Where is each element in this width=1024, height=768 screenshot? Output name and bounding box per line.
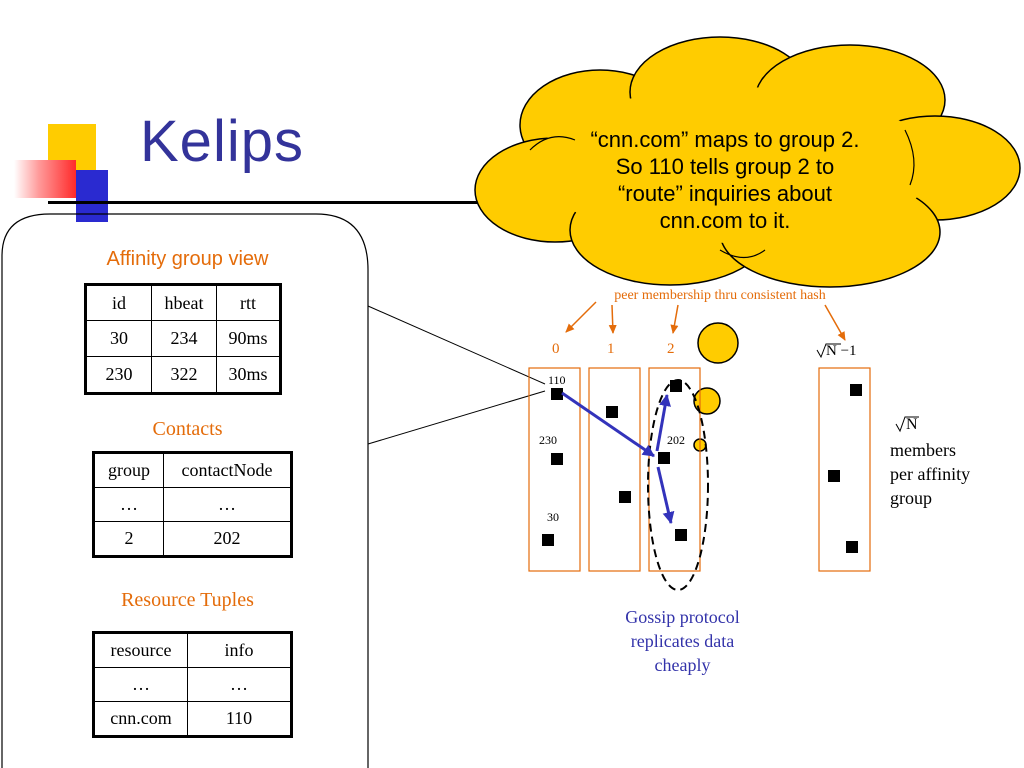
- table-header: rtt: [216, 284, 281, 321]
- affinity-group-table: id hbeat rtt 30 234 90ms 230 322 30ms: [84, 283, 282, 395]
- group-label-0: 0: [552, 341, 560, 357]
- node-g1-b: [619, 491, 631, 503]
- members-label: members per affinity group: [890, 438, 970, 510]
- slide-title: Kelips: [140, 109, 304, 174]
- left-panel-outline: [1, 213, 369, 768]
- node-last-c: [846, 541, 858, 553]
- table-cell: …: [163, 487, 292, 522]
- node-label-110: 110: [548, 373, 566, 387]
- callout-text: “cnn.com” maps to group 2. So 110 tells …: [555, 126, 895, 234]
- zoom-line-bottom: [367, 390, 546, 445]
- table-header: group: [93, 452, 164, 488]
- table-cell: cnn.com: [93, 701, 188, 737]
- node-label-202: 202: [667, 433, 685, 447]
- gossip-line: Gossip protocol: [625, 607, 740, 627]
- node-g2-top: [670, 380, 682, 392]
- contacts-table: group contactNode … … 2 202: [92, 451, 293, 558]
- hash-arrow-0: [565, 301, 597, 333]
- members-line: per affinity: [890, 464, 971, 484]
- group-box-2: [648, 367, 701, 572]
- cloud-tail-large: [697, 322, 739, 364]
- node-30: [542, 534, 554, 546]
- members-sqrt-n: N: [906, 416, 918, 433]
- table-cell: 30: [85, 320, 152, 357]
- table-cell: 322: [151, 356, 217, 394]
- resource-tuples-heading: Resource Tuples: [121, 589, 254, 611]
- table-header: contactNode: [163, 452, 292, 488]
- callout-line: “route” inquiries about: [617, 181, 832, 206]
- members-line: group: [890, 488, 932, 508]
- gossip-label: Gossip protocol replicates data cheaply: [600, 605, 765, 677]
- affinity-group-view-heading: Affinity group view: [106, 248, 269, 270]
- table-cell: 90ms: [216, 320, 281, 357]
- table-cell: …: [93, 487, 164, 522]
- title-underline: [48, 201, 568, 204]
- group-label-1: 1: [607, 341, 615, 357]
- table-header: id: [85, 284, 152, 321]
- callout-line: “cnn.com” maps to group 2.: [590, 127, 860, 152]
- node-last-b: [828, 470, 840, 482]
- hash-arrow-last: [824, 304, 846, 341]
- group-box-1: [588, 367, 641, 572]
- table-header: hbeat: [151, 284, 217, 321]
- table-cell: …: [187, 667, 292, 702]
- table-cell: 2: [93, 521, 164, 557]
- node-last-a: [850, 384, 862, 396]
- sqrt-symbol-members: [895, 416, 919, 433]
- gossip-arrow-up: [655, 394, 671, 452]
- gossip-arrow-down: [656, 466, 675, 524]
- table-header: info: [187, 632, 292, 668]
- members-line: members: [890, 440, 956, 460]
- node-label-30: 30: [547, 510, 559, 524]
- group-box-0: [528, 367, 581, 572]
- table-cell: …: [93, 667, 188, 702]
- table-cell: 30ms: [216, 356, 281, 394]
- consistent-hash-label: peer membership thru consistent hash: [614, 288, 826, 303]
- callout-line: So 110 tells group 2 to: [615, 154, 835, 179]
- hash-arrow-2: [670, 304, 679, 334]
- node-230: [551, 453, 563, 465]
- gossip-line: cheaply: [654, 655, 711, 675]
- node-g2-bottom: [675, 529, 687, 541]
- sqrt-symbol-last-group: [816, 343, 841, 359]
- hash-arrow-1: [608, 304, 617, 334]
- route-arrow-110-to-202: [561, 391, 655, 458]
- group-label-last: N −1: [826, 343, 857, 359]
- contacts-heading: Contacts: [152, 418, 223, 440]
- node-202: [658, 452, 670, 464]
- logo-red-square: [14, 160, 76, 198]
- table-cell: 230: [85, 356, 152, 394]
- node-110: [551, 388, 563, 400]
- node-g1-a: [606, 406, 618, 418]
- table-cell: 110: [187, 701, 292, 737]
- table-cell: 202: [163, 521, 292, 557]
- gossip-ellipse: [647, 379, 709, 591]
- gossip-line: replicates data: [630, 631, 735, 651]
- group-label-2: 2: [667, 341, 675, 357]
- zoom-line-top: [367, 305, 546, 385]
- table-header: resource: [93, 632, 188, 668]
- table-cell: 234: [151, 320, 217, 357]
- resource-tuples-table: resource info … … cnn.com 110: [92, 631, 293, 738]
- callout-line: cnn.com to it.: [659, 208, 791, 233]
- logo-blue-square: [76, 170, 108, 222]
- node-label-230: 230: [539, 433, 557, 447]
- group-box-last: [818, 367, 871, 572]
- cloud-tail-medium: [693, 387, 721, 415]
